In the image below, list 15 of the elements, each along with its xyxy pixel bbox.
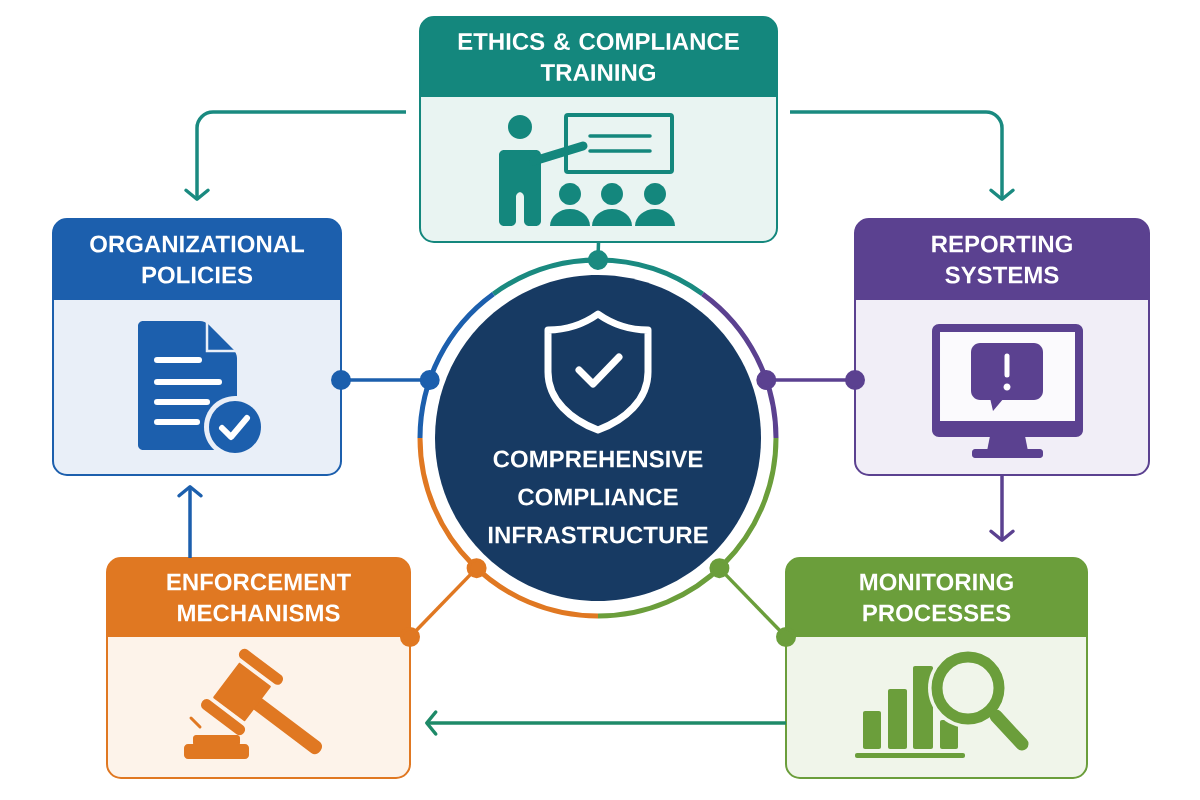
dot-connector [588, 241, 608, 270]
dot-connector [331, 370, 440, 391]
dot-connector [709, 558, 796, 647]
arrow [989, 475, 1015, 542]
dot-connector [400, 558, 487, 647]
arrow [177, 485, 203, 558]
arrow [184, 110, 406, 201]
card-header: REPORTING SYSTEMS [855, 219, 1149, 300]
card-header: ETHICS & COMPLIANCE TRAINING [420, 17, 777, 97]
arrow [790, 110, 1015, 201]
card-header: ORGANIZATIONAL POLICIES [53, 219, 341, 300]
arrow [425, 710, 786, 736]
dot-connector [756, 370, 865, 391]
card-header: MONITORING PROCESSES [786, 558, 1087, 637]
card-header: ENFORCEMENT MECHANISMS [107, 558, 410, 637]
